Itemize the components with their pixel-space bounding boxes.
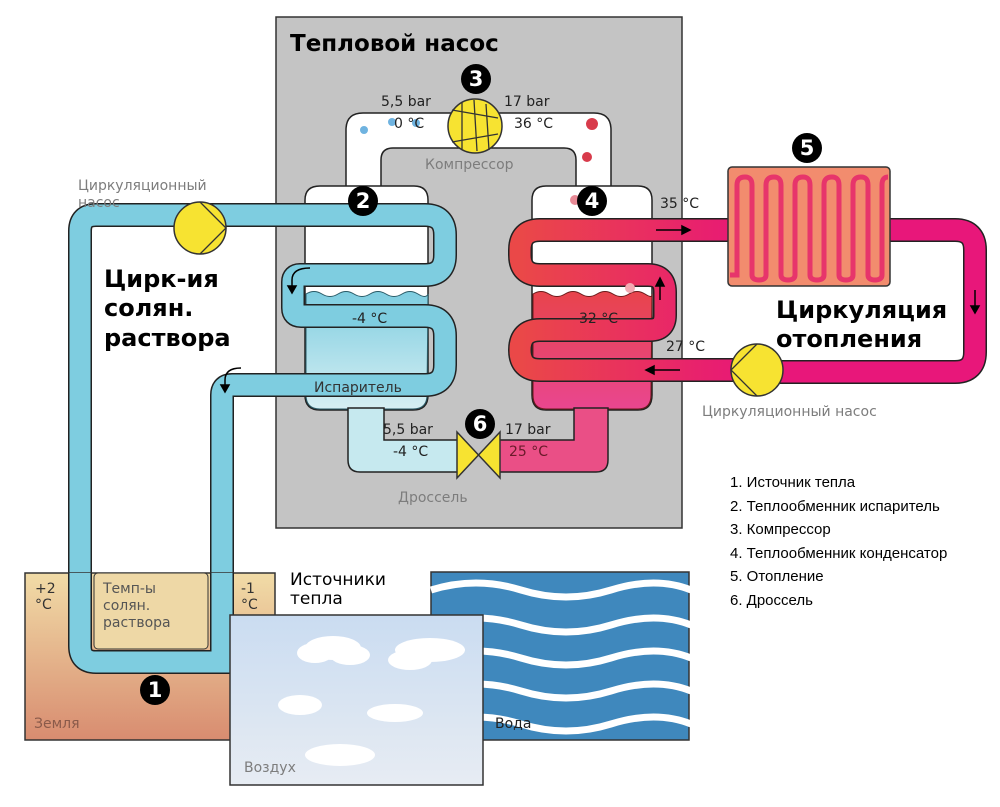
ground-brine-loop-fill bbox=[69, 573, 233, 673]
badge-1: 1 bbox=[140, 675, 170, 705]
heating-supply-temp: 35 °C bbox=[660, 196, 700, 212]
evaporator-outlet-tube bbox=[347, 407, 463, 473]
badge-6: 6 bbox=[465, 409, 495, 439]
heating-circuit-title: Циркуляция отопления bbox=[776, 296, 948, 354]
brine-temp-label: Темп-ы солян. раствора bbox=[103, 581, 171, 631]
evaporator-label: Испаритель bbox=[314, 380, 402, 396]
throttle-label: Дроссель bbox=[398, 490, 468, 506]
throttle-high-temp: 25 °C bbox=[509, 444, 549, 460]
compressor-inlet-temp: 0 °C bbox=[394, 116, 425, 132]
heating-pump-label: Циркуляционный насос bbox=[702, 404, 877, 420]
ground-label: Земля bbox=[34, 716, 80, 732]
brine-pump-icon bbox=[173, 201, 227, 255]
legend-item: 1. Источник тепла bbox=[730, 474, 856, 491]
flow-arrows bbox=[82, 224, 981, 653]
radiator-coil bbox=[730, 174, 889, 283]
legend-item: 5. Отопление bbox=[730, 568, 824, 585]
legend-item: 6. Дроссель bbox=[730, 591, 813, 609]
brine-pump-label: Циркуляционный насос bbox=[78, 178, 207, 211]
legend: 1. Источник тепла 2. Теплообменник испар… bbox=[730, 471, 947, 612]
condenser-pipe-fill bbox=[509, 219, 735, 381]
heating-pump-icon bbox=[730, 343, 784, 397]
condenser-liquid bbox=[532, 291, 653, 410]
condenser-temp: 32 °C bbox=[579, 311, 619, 327]
compressor-low-pressure: 5,5 bar bbox=[381, 94, 431, 110]
evaporator-temp: -4 °C bbox=[352, 311, 388, 327]
ground-inner-panel bbox=[93, 572, 209, 650]
ground-right-temp: -1 °C bbox=[241, 581, 258, 613]
brine-circuit-title: Цирк-ия солян. раствора bbox=[104, 265, 231, 352]
legend-item: 3. Компрессор bbox=[730, 521, 831, 538]
clouds bbox=[278, 636, 465, 766]
badge-3: 3 bbox=[461, 64, 491, 94]
heat-sources-heading: Источники тепла bbox=[290, 570, 386, 609]
legend-item: 4. Теплообменник конденсатор bbox=[730, 544, 948, 562]
compressor-icon bbox=[447, 98, 503, 154]
heating-return-temp: 27 °C bbox=[666, 339, 706, 355]
ground-left-temp: +2 °C bbox=[35, 581, 56, 613]
badge-4: 4 bbox=[577, 186, 607, 216]
throttle-high-pressure: 17 bar bbox=[505, 422, 551, 438]
compressor-label: Компрессор bbox=[425, 157, 514, 173]
heat-pump-title: Тепловой насос bbox=[290, 31, 499, 57]
badge-5: 5 bbox=[792, 133, 822, 163]
throttle-low-temp: -4 °C bbox=[393, 444, 429, 460]
throttle-valve-icon bbox=[456, 430, 501, 480]
compressor-outlet-temp: 36 °C bbox=[514, 116, 554, 132]
legend-item: 2. Теплообменник испаритель bbox=[730, 497, 940, 515]
throttle-low-pressure: 5,5 bar bbox=[383, 422, 433, 438]
air-label: Воздух bbox=[244, 760, 296, 776]
compressor-high-pressure: 17 bar bbox=[504, 94, 550, 110]
water-label: Вода bbox=[495, 716, 532, 732]
badge-2: 2 bbox=[348, 186, 378, 216]
